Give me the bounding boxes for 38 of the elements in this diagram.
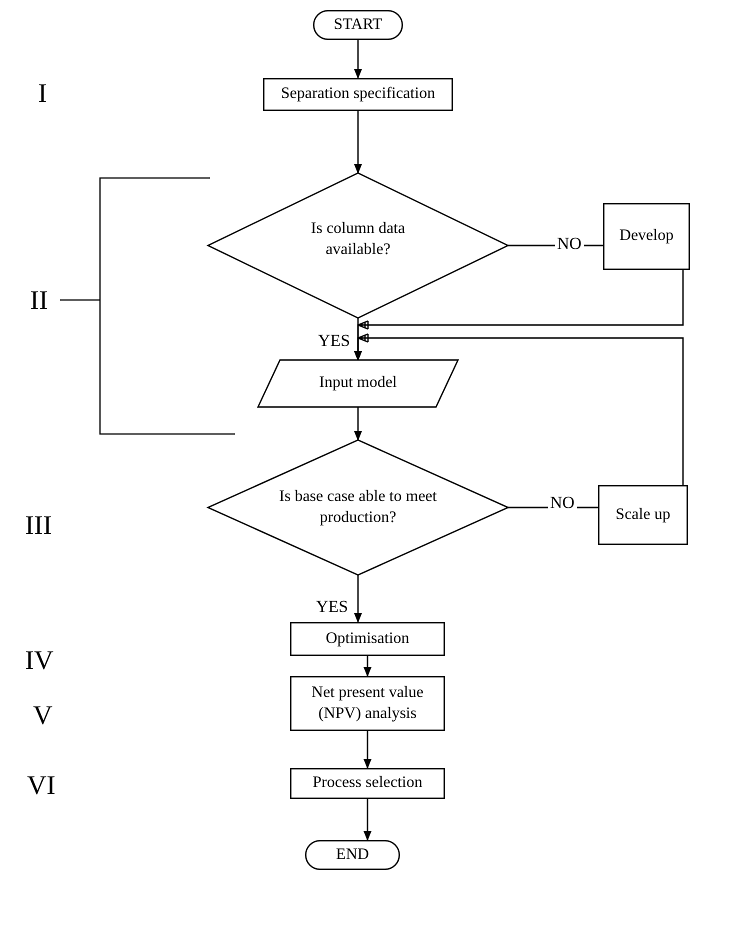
stage-numeral: II: [30, 285, 48, 316]
arrow: [364, 731, 372, 769]
arrow: [364, 799, 372, 841]
arrow: [364, 656, 372, 677]
node-text: Net present value (NPV) analysis: [310, 682, 424, 724]
decision-diamond: [208, 440, 508, 575]
arrow: [354, 575, 362, 623]
terminator-shape: [313, 10, 403, 40]
node-text: Is base case able to meet production?: [278, 486, 438, 528]
terminator-shape: [305, 840, 400, 870]
arrow: [354, 407, 362, 441]
stage-numeral: I: [38, 78, 47, 109]
input-parallelogram: [258, 360, 458, 407]
node-text: Optimisation: [326, 628, 410, 649]
process-box: [290, 622, 445, 656]
node-text: Input model: [319, 373, 397, 394]
node-text: Scale up: [616, 504, 670, 525]
decision-diamond: [208, 173, 508, 318]
process-box: [598, 485, 688, 545]
node-text: Develop: [619, 226, 674, 246]
arrow: [354, 333, 684, 486]
stage-numeral: III: [25, 510, 52, 541]
arrow: [354, 40, 362, 79]
node-text: START: [334, 14, 382, 35]
process-box: [603, 203, 690, 270]
edge-label: NO: [548, 494, 577, 511]
node-text: Is column data available?: [310, 218, 406, 260]
node-text: END: [336, 844, 369, 865]
node-text: Separation specification: [280, 84, 436, 104]
stage-numeral: V: [33, 700, 52, 731]
edge-label: NO: [555, 235, 584, 252]
stage-numeral: IV: [25, 645, 54, 676]
arrow: [354, 111, 362, 174]
process-box: [263, 78, 453, 111]
stage-numeral: VI: [27, 770, 56, 801]
process-box: [290, 768, 445, 799]
process-box: [290, 676, 445, 731]
node-text: Process selection: [312, 773, 422, 794]
